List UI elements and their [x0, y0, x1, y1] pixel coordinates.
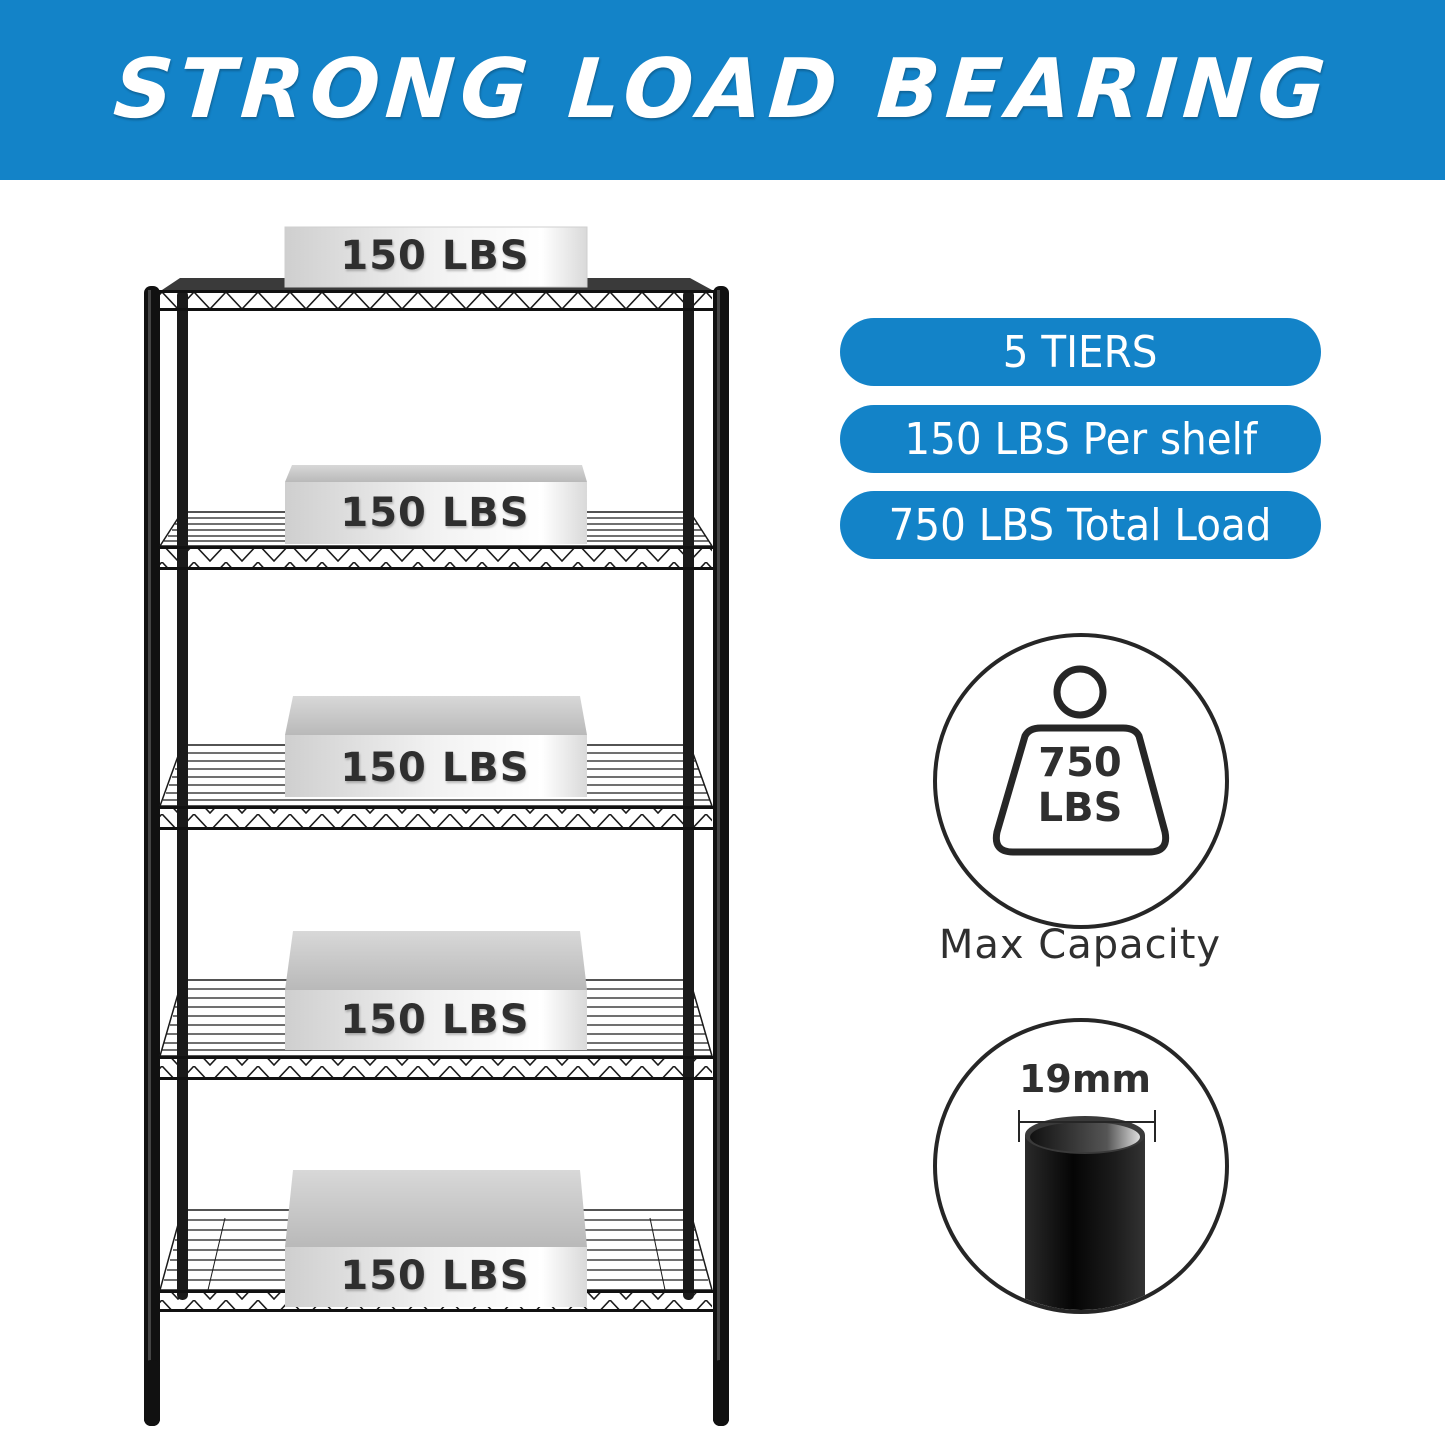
- pipe-diameter-label: 19mm: [1018, 1057, 1152, 1101]
- shelf-1-load-label: 150 LBS: [340, 233, 530, 279]
- pipe-diameter-icon: [1018, 1110, 1156, 1310]
- max-capacity-unit: LBS: [1037, 785, 1123, 831]
- max-capacity-caption: Max Capacity: [938, 922, 1222, 968]
- feature-pill-label: 5 TIERS: [1003, 326, 1158, 378]
- shelf-5-load-label: 150 LBS: [340, 1253, 530, 1299]
- rack-icon: [144, 226, 729, 1426]
- max-capacity-circle: [933, 633, 1229, 929]
- feature-pill-label: 150 LBS Per shelf: [904, 413, 1257, 465]
- feature-pill-label: 750 LBS Total Load: [889, 499, 1272, 551]
- shelf-3-load-label: 150 LBS: [340, 745, 530, 791]
- shelf-2-load-label: 150 LBS: [340, 490, 530, 536]
- wire-shelving-rack-illustration: 150 LBS 150 LBS 150 LBS 150 LBS 150 LBS: [130, 220, 750, 1431]
- weight-icon: [992, 665, 1170, 856]
- shelf-4-load-label: 150 LBS: [340, 997, 530, 1043]
- feature-pill-tiers: 5 TIERS: [840, 318, 1321, 386]
- feature-pill-total-load: 750 LBS Total Load: [840, 491, 1321, 559]
- header-banner: STRONG LOAD BEARING: [0, 0, 1445, 180]
- pipe-diameter-circle: [933, 1018, 1229, 1314]
- feature-pill-per-shelf: 150 LBS Per shelf: [840, 405, 1321, 473]
- banner-title: STRONG LOAD BEARING: [110, 41, 1335, 137]
- max-capacity-value: 750: [1038, 740, 1122, 786]
